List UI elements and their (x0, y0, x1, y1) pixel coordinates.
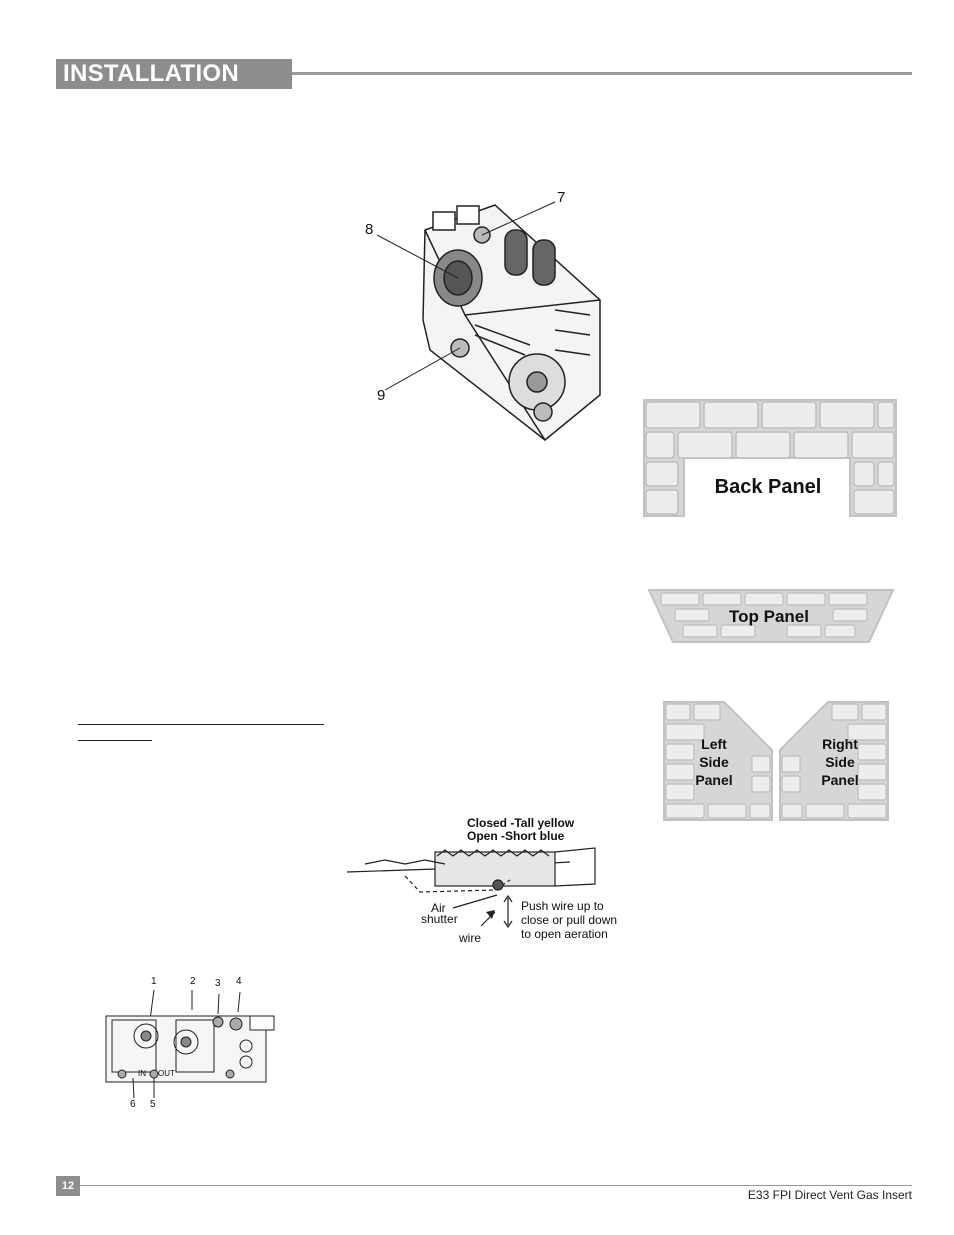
left-panel-line-3: Panel (695, 772, 733, 788)
back-panel-label: Back Panel (714, 476, 822, 498)
valve-number-1: 1 (151, 976, 157, 987)
right-panel-line-1: Right (822, 736, 858, 752)
valve-number-4: 4 (236, 976, 242, 987)
right-side-panel-label: Right Side Panel (808, 735, 872, 789)
back-panel-diagram (643, 399, 897, 517)
control-valve-diagram (105, 989, 275, 1099)
header-bar (56, 59, 292, 89)
left-panel-line-2: Side (699, 754, 729, 770)
burner-diagram (346, 847, 596, 929)
wire-label: wire (459, 931, 482, 945)
right-side-panel-diagram (779, 701, 889, 821)
gas-valve-diagram (376, 201, 601, 441)
section-rule-short (78, 740, 152, 741)
left-side-panel-diagram (663, 701, 773, 821)
callout-7: 7 (557, 189, 566, 206)
page-title: INSTALLATION (63, 60, 240, 87)
header-rule (292, 72, 912, 75)
in-port-label: IN (138, 1069, 146, 1078)
left-panel-line-1: Left (701, 736, 727, 752)
valve-number-5: 5 (150, 1099, 156, 1110)
valve-number-3: 3 (215, 978, 221, 989)
section-rule (78, 724, 324, 725)
closed-label: Closed -Tall yellow (467, 816, 575, 830)
page-number: 12 (56, 1176, 80, 1196)
shutter-label: shutter (421, 912, 458, 926)
left-side-panel-label: Left Side Panel (682, 735, 746, 789)
right-panel-line-3: Panel (821, 772, 859, 788)
instruction-line-2: close or pull down (521, 913, 618, 927)
out-port-label: OUT (158, 1069, 175, 1078)
instruction-text: Push wire up to close or pull down to op… (521, 899, 617, 941)
top-panel-label: Top Panel (729, 607, 809, 626)
valve-number-2: 2 (190, 976, 196, 987)
footer-rule (80, 1185, 912, 1186)
callout-9: 9 (377, 387, 386, 404)
air-label: Air (431, 901, 446, 915)
valve-number-6: 6 (130, 1099, 136, 1110)
document-title: E33 FPI Direct Vent Gas Insert (747, 1188, 912, 1202)
callout-8: 8 (365, 221, 374, 238)
instruction-line-3: to open aeration (521, 927, 608, 941)
open-label: Open -Short blue (467, 829, 565, 843)
top-panel-diagram (647, 589, 895, 643)
instruction-line-1: Push wire up to (521, 899, 604, 913)
right-panel-line-2: Side (825, 754, 855, 770)
